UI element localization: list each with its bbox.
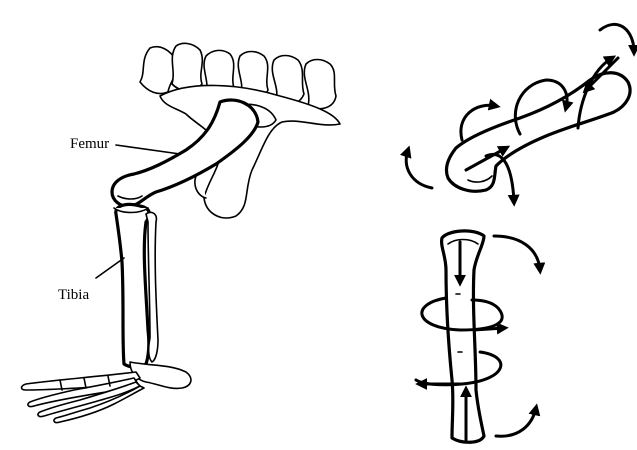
femur-torsion-icon bbox=[446, 73, 630, 192]
rotation-arrow-icon bbox=[494, 236, 540, 270]
femur-label: Femur bbox=[70, 136, 109, 153]
tibia-leader-line bbox=[96, 258, 124, 278]
rotation-arrow-icon bbox=[474, 328, 504, 330]
foot-bones-icon bbox=[22, 362, 191, 423]
femur-leader-line bbox=[116, 145, 180, 154]
rotation-arrow-icon bbox=[406, 150, 432, 188]
rotation-arrow-icon bbox=[496, 408, 536, 436]
rotation-arrow-icon bbox=[600, 24, 634, 52]
tibia-torsion-icon bbox=[442, 231, 484, 442]
tibia-icon bbox=[114, 204, 149, 367]
tibia-label: Tibia bbox=[58, 287, 89, 304]
